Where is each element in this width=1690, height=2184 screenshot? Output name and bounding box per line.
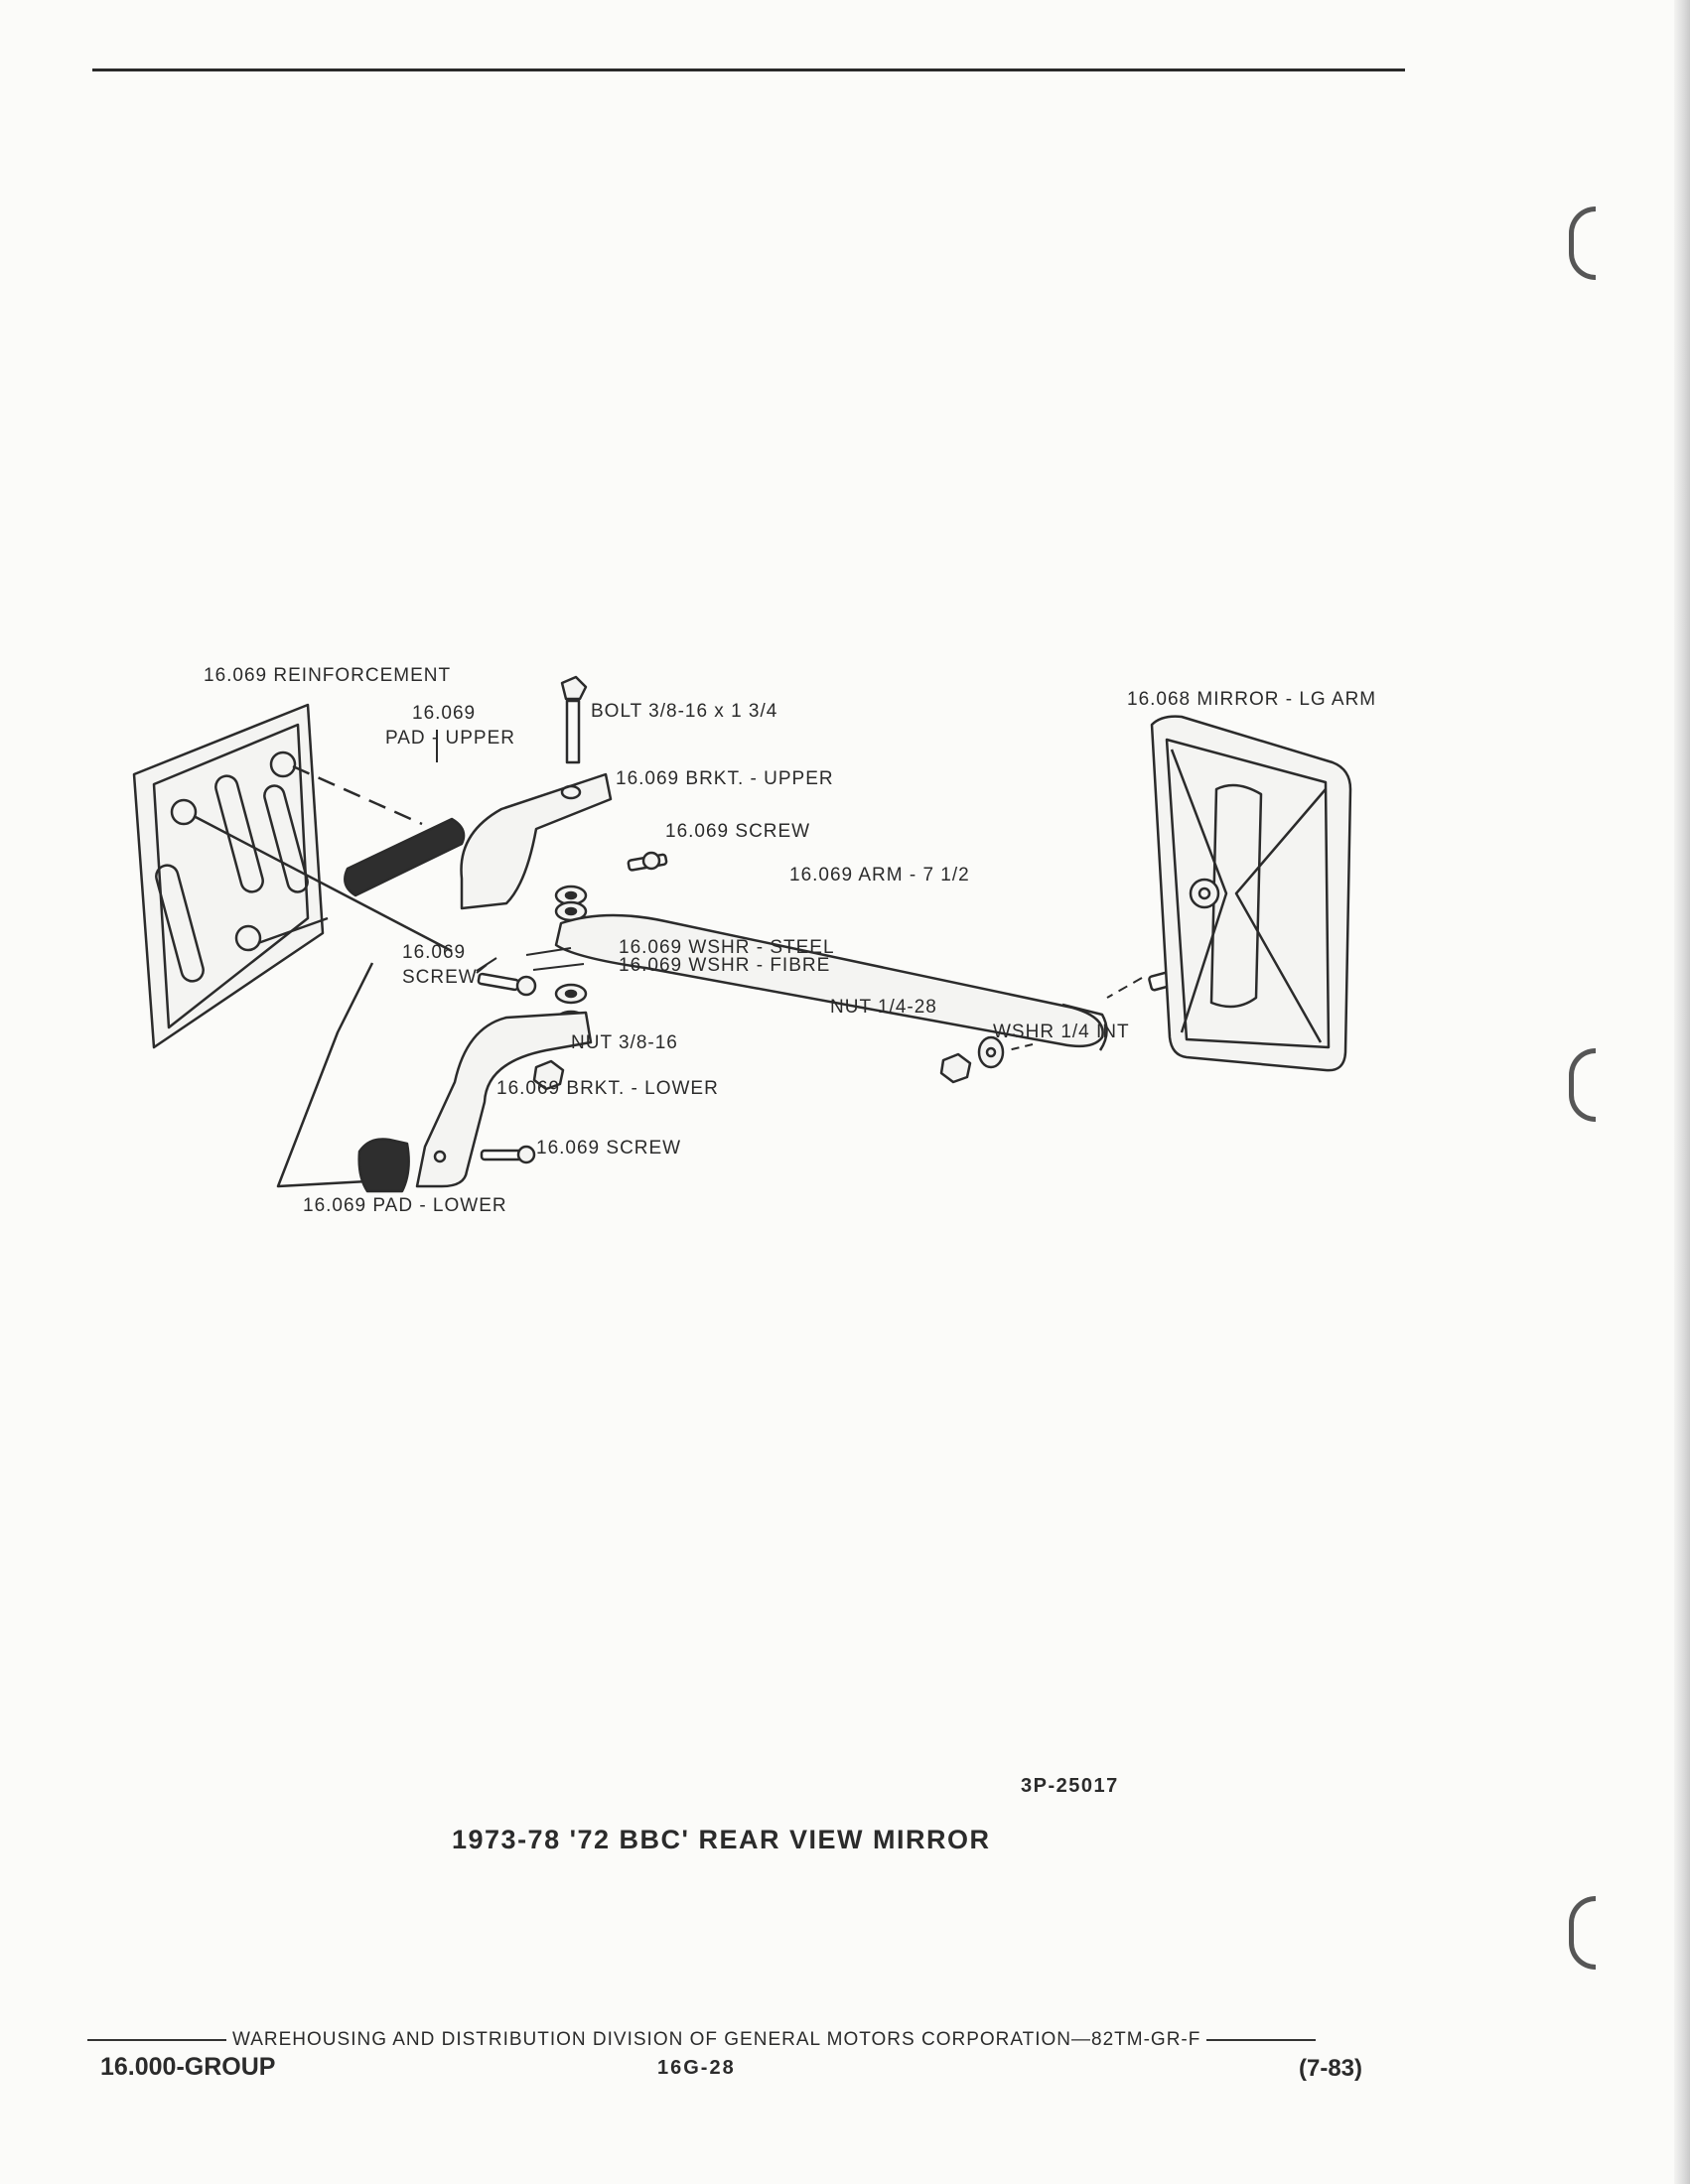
label-wshr-steel: 16.069 WSHR - STEEL	[619, 937, 835, 958]
alignment-line-middle	[193, 814, 453, 953]
label-arm: 16.069 ARM - 7 1/2	[789, 865, 970, 886]
label-nut-quarter: NUT 1/4-28	[830, 997, 937, 1018]
label-wshr-fibre: 16.069 WSHR - FIBRE	[619, 955, 830, 976]
mirror-head	[1150, 715, 1352, 1072]
label-screw-left-number: 16.069	[402, 942, 466, 963]
screw-left-icon	[477, 972, 537, 997]
footer-group: 16.000-GROUP	[100, 2053, 276, 2081]
label-brkt-lower: 16.069 BRKT. - LOWER	[496, 1078, 719, 1099]
pad-upper	[344, 817, 466, 897]
nut-three-eighths-icon	[532, 1059, 565, 1091]
label-screw-left-name: SCREW	[402, 967, 478, 988]
bolt-icon	[560, 675, 588, 764]
footer-division-line: WAREHOUSING AND DISTRIBUTION DIVISION OF…	[87, 2029, 1378, 2051]
screw-upper-icon	[627, 851, 668, 872]
label-screw-lower: 16.069 SCREW	[536, 1138, 681, 1159]
figure-caption: 1973-78 '72 BBC' REAR VIEW MIRROR	[452, 1825, 991, 1854]
label-bolt: BOLT 3/8-16 x 1 3/4	[591, 701, 777, 722]
pad-lower	[357, 1138, 410, 1193]
footer-rule-right	[1206, 2039, 1317, 2041]
screw-lower-icon	[480, 1145, 536, 1164]
binder-hole-middle	[1569, 1048, 1596, 1122]
bracket-upper	[460, 772, 613, 910]
label-nut-three-eighths: NUT 3/8-16	[571, 1032, 678, 1053]
mirror-arm	[554, 913, 1104, 1048]
alignment-line-lower	[257, 916, 329, 945]
label-brkt-upper: 16.069 BRKT. - UPPER	[616, 768, 834, 789]
page-edge-shadow	[1674, 0, 1690, 2184]
figure-number: 3P-25017	[1021, 1775, 1119, 1797]
bracket-lower	[415, 1011, 593, 1188]
label-screw-upper: 16.069 SCREW	[665, 821, 810, 842]
footer-division-text: WAREHOUSING AND DISTRIBUTION DIVISION OF…	[232, 2029, 1201, 2050]
alignment-line-pad-lower	[276, 962, 374, 1188]
label-pad-upper-name: PAD - UPPER	[385, 728, 515, 749]
label-reinforcement: 16.069 REINFORCEMENT	[204, 665, 451, 686]
nut-quarter-icon	[939, 1052, 972, 1084]
binder-hole-top	[1569, 206, 1596, 280]
washer-quarter-icon	[977, 1035, 1005, 1069]
label-pad-lower: 16.069 PAD - LOWER	[303, 1195, 507, 1216]
binder-hole-bottom	[1569, 1896, 1596, 1970]
washer-stack	[554, 885, 588, 1031]
label-mirror: 16.068 MIRROR - LG ARM	[1127, 689, 1376, 710]
footer-page-number: 16G-28	[657, 2057, 736, 2079]
footer-date: (7-83)	[1299, 2055, 1363, 2082]
footer-rule-left	[87, 2039, 226, 2041]
label-wshr-quarter: WSHR 1/4 INT	[993, 1022, 1130, 1042]
reinforcement-plate	[132, 703, 325, 1049]
label-pad-upper-number: 16.069	[412, 703, 476, 724]
alignment-line-upper	[292, 764, 423, 826]
top-rule	[92, 68, 1405, 71]
exploded-parts-diagram: 16.069 REINFORCEMENT 16.069 PAD - UPPER …	[132, 665, 1376, 1216]
